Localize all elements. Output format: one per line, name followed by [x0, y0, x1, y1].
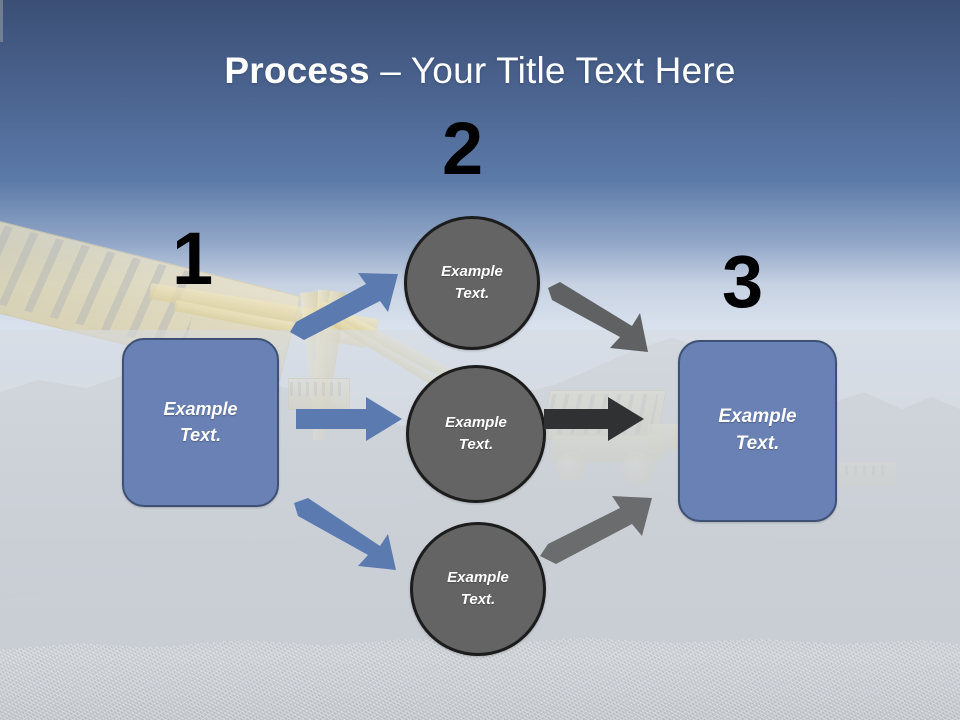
- gray-arrow-up-right: [538, 492, 660, 564]
- step-number-2: 2: [442, 107, 484, 190]
- process-box-start-label: Example Text.: [163, 398, 238, 445]
- step-number-1: 1: [172, 217, 214, 300]
- step-number-3: 3: [722, 240, 764, 323]
- excavator-cab-railing: [290, 382, 346, 396]
- process-circle-middle-label: Example Text.: [445, 414, 507, 453]
- background-mast: [0, 0, 3, 42]
- blue-arrow-up-right: [288, 268, 404, 340]
- process-circle-middle[interactable]: Example Text.: [406, 365, 546, 503]
- haul-truck-wheel-front: [622, 452, 654, 484]
- process-box-end[interactable]: Example Text.: [678, 340, 837, 522]
- distant-truck-ribs: [845, 465, 889, 475]
- process-box-start[interactable]: Example Text.: [122, 338, 279, 507]
- haul-truck-cab: [648, 424, 678, 450]
- process-box-end-label: Example Text.: [718, 406, 797, 454]
- gray-arrow-down-right: [546, 282, 664, 352]
- process-circle-top-label: Example Text.: [441, 263, 503, 302]
- slide-title-bold: Process: [224, 50, 370, 91]
- blue-arrow-right: [296, 396, 404, 442]
- process-circle-bottom-label: Example Text.: [447, 569, 509, 608]
- gray-arrow-right: [544, 396, 646, 442]
- slide-title: Process – Your Title Text Here: [0, 50, 960, 92]
- process-circle-bottom[interactable]: Example Text.: [410, 522, 546, 656]
- blue-arrow-down-right: [292, 498, 412, 570]
- process-circle-top[interactable]: Example Text.: [404, 216, 540, 350]
- haul-truck-wheel-rear: [556, 452, 586, 482]
- slide-title-rest: – Your Title Text Here: [369, 50, 736, 91]
